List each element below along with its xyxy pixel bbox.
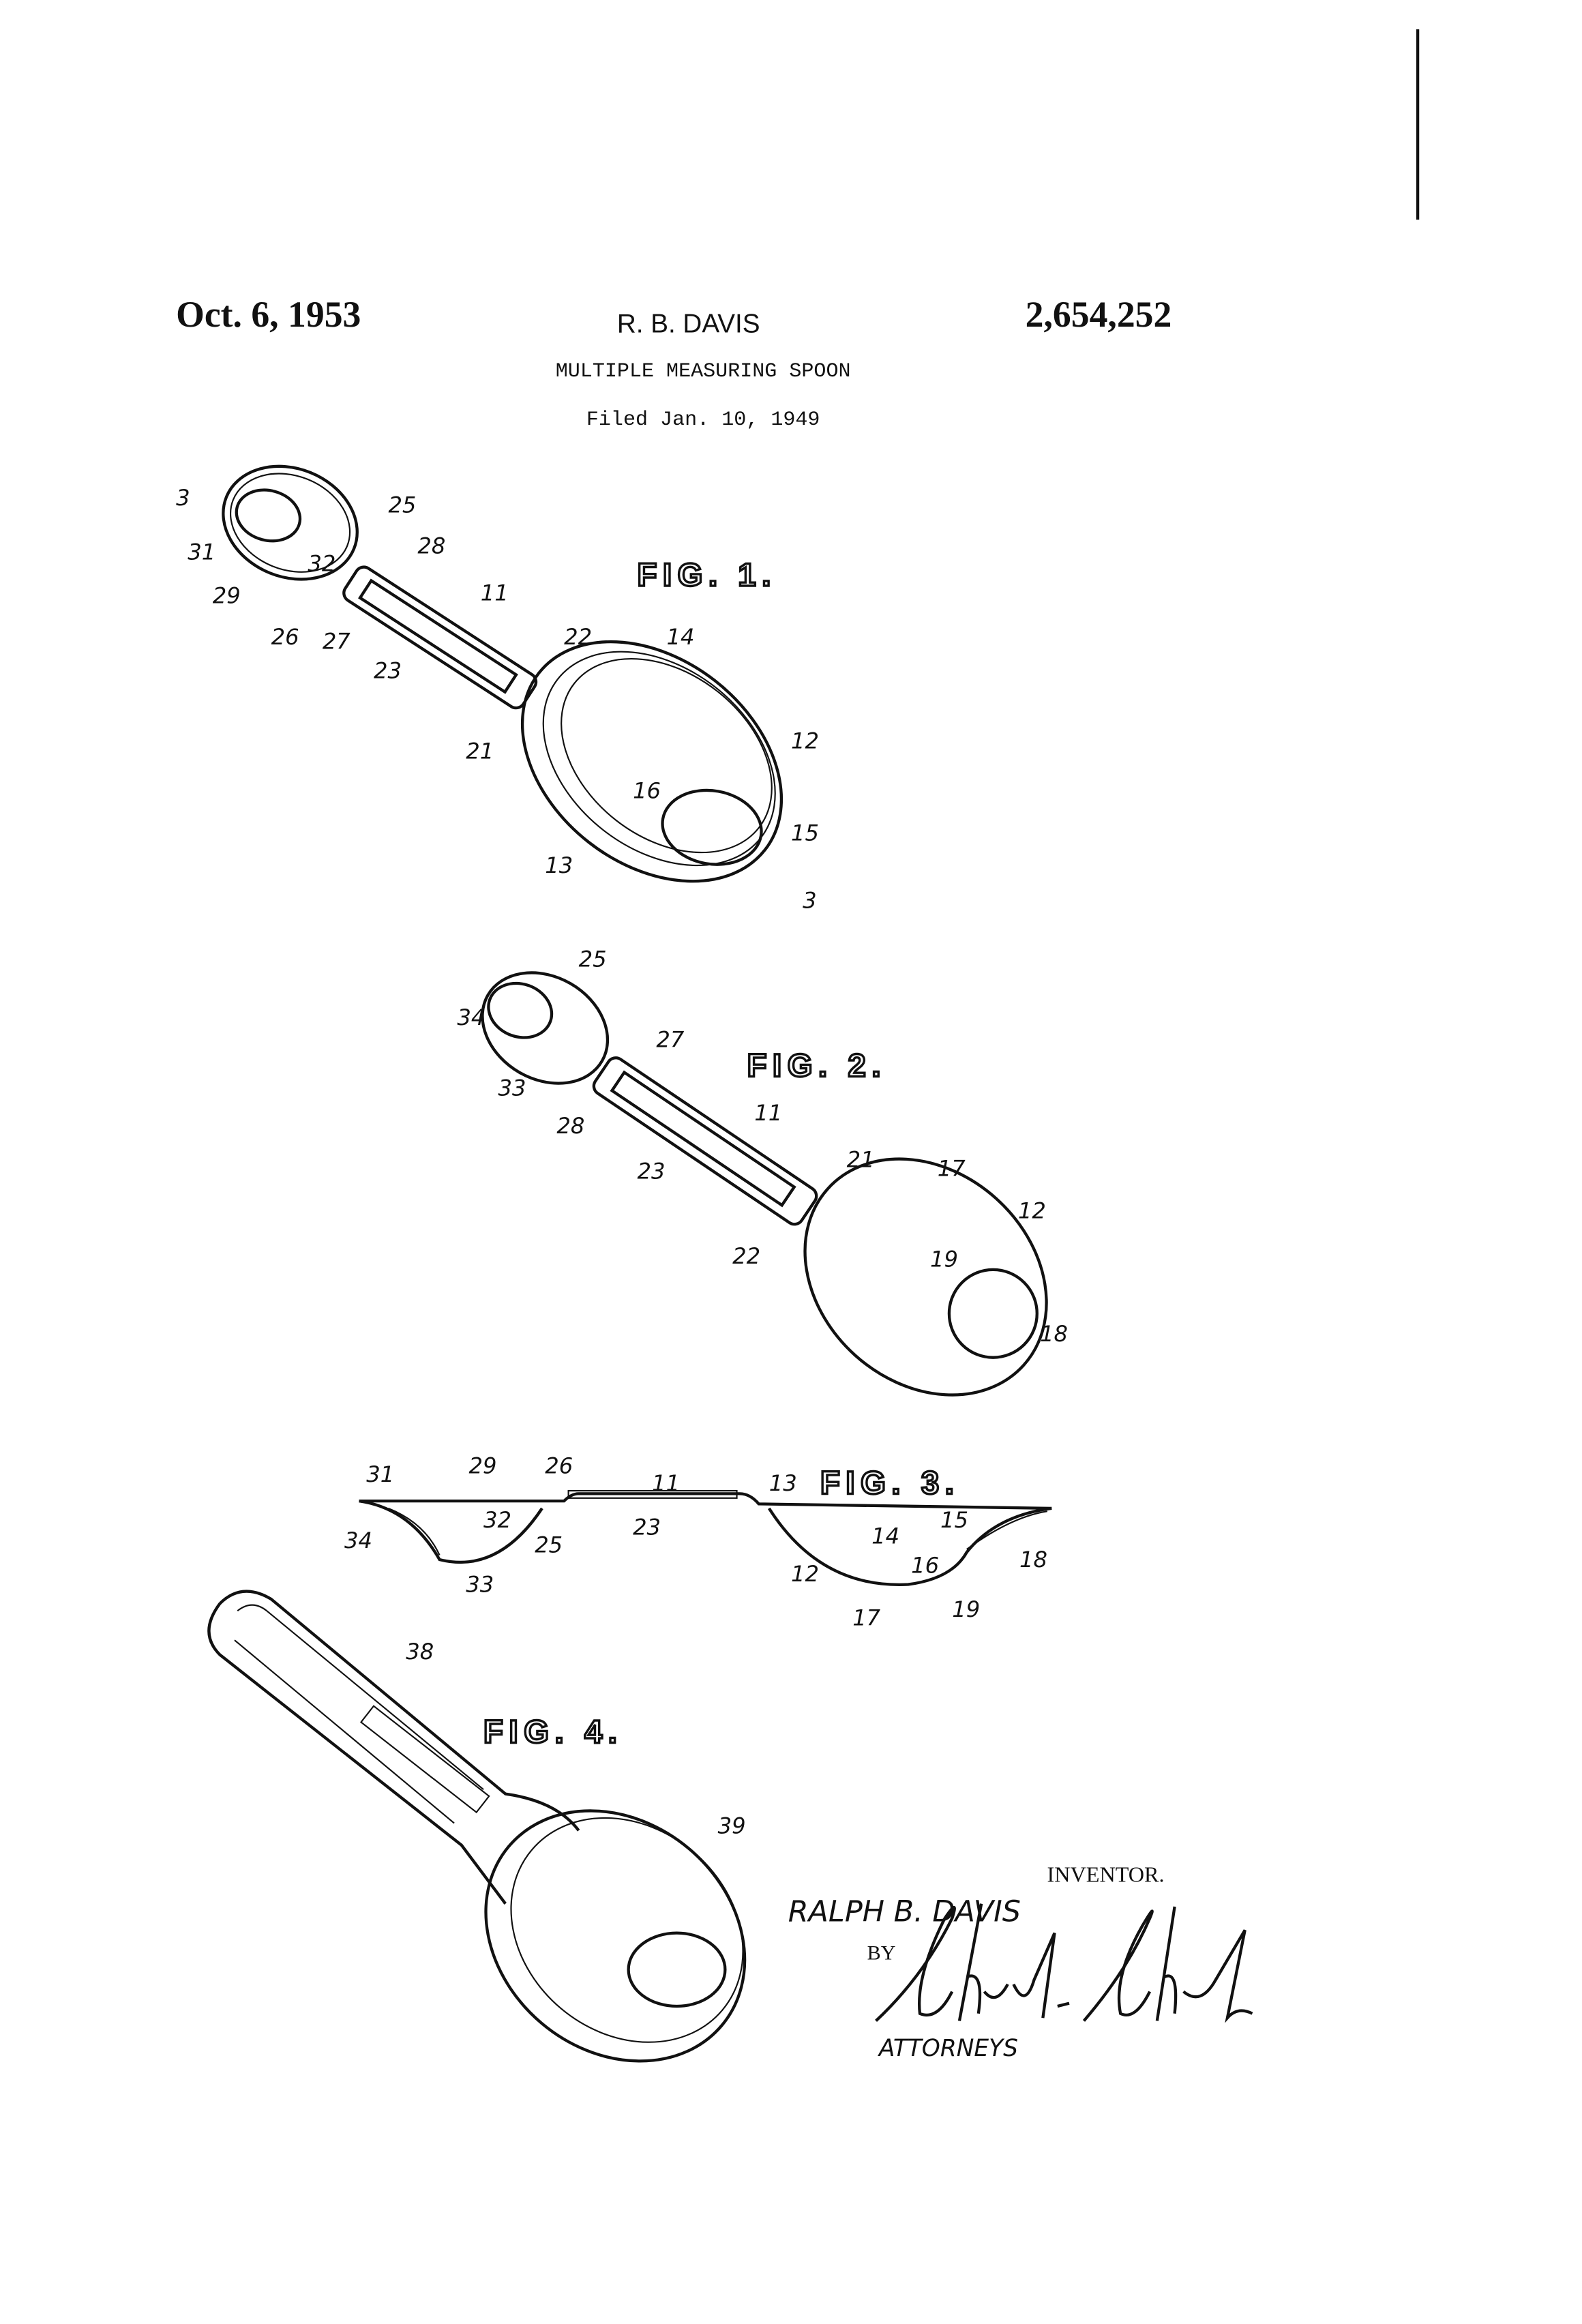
- fig-2-label: FIG. 2.: [747, 1047, 886, 1084]
- ref-numeral: 25: [535, 1532, 563, 1558]
- ref-numeral: 23: [374, 657, 402, 683]
- attorney-signature: [875, 1903, 1253, 2023]
- large-bowl: [803, 1157, 1048, 1397]
- small-bowl: [481, 971, 610, 1085]
- ref-numeral: 21: [466, 738, 494, 764]
- ref-numeral: 12: [791, 1561, 819, 1587]
- large-bowl: [520, 640, 783, 883]
- ref-numeral: 16: [633, 777, 661, 803]
- ref-numeral: 18: [1019, 1547, 1047, 1573]
- ref-numeral: 31: [188, 539, 215, 565]
- ref-numeral: 15: [791, 820, 819, 846]
- ref-numeral: 27: [323, 628, 350, 654]
- attorneys-label: ATTORNEYS: [878, 2035, 1018, 2062]
- ref-numeral: 21: [847, 1147, 875, 1173]
- ref-numeral: 26: [545, 1452, 573, 1478]
- fig-4-label: FIG. 4.: [483, 1714, 623, 1750]
- large-bowl-section: [767, 1506, 1052, 1587]
- inventor-short: R. B. DAVIS: [617, 309, 760, 338]
- ref-numeral: 29: [469, 1452, 497, 1478]
- small-bowl: [222, 464, 359, 581]
- ref-numeral: 34: [344, 1528, 372, 1553]
- ref-numeral: 15: [940, 1507, 968, 1533]
- ref-numeral: 28: [417, 533, 445, 559]
- ref-numeral: 14: [871, 1523, 899, 1549]
- ref-numeral: 13: [769, 1470, 797, 1496]
- ref-numeral: 12: [791, 728, 819, 754]
- ref-numeral: 32: [483, 1507, 511, 1533]
- ref-numeral: 27: [656, 1026, 684, 1052]
- filed-date: Filed Jan. 10, 1949: [586, 408, 820, 432]
- small-bowl-recess: [235, 488, 302, 543]
- large-bowl-recess: [947, 1268, 1039, 1359]
- ref-numeral: 11: [652, 1470, 680, 1496]
- ref-numeral: 23: [638, 1159, 666, 1185]
- ref-numeral: 26: [271, 624, 299, 650]
- large-bowl-recess: [661, 788, 763, 866]
- ref-numeral: 33: [466, 1571, 494, 1597]
- ref-numeral: 34: [457, 1004, 485, 1030]
- figure-2: FIG. 2. 25 34 27 33 28 11 23 21 17 12 22…: [457, 946, 1068, 1397]
- ref-numeral: 22: [732, 1243, 760, 1269]
- patent-date: Oct. 6, 1953: [176, 294, 361, 335]
- inventor-name: RALPH B. DAVIS: [788, 1894, 1021, 1928]
- ref-numeral: 38: [406, 1639, 434, 1665]
- ref-numeral: 32: [308, 551, 335, 577]
- small-bowl-recess: [487, 981, 554, 1039]
- ref-numeral: 22: [564, 624, 592, 650]
- by-label: BY: [867, 1941, 896, 1964]
- patent-title: MULTIPLE MEASURING SPOON: [556, 360, 851, 383]
- fig-3-label: FIG. 3.: [820, 1465, 959, 1501]
- ref-numeral: 3: [176, 485, 190, 511]
- ref-numeral: 17: [938, 1155, 966, 1181]
- ref-numeral: 28: [556, 1113, 584, 1139]
- ref-numeral: 18: [1040, 1321, 1068, 1347]
- ref-numeral: 25: [388, 492, 416, 518]
- figure-1: FIG. 1. 3 25 31 32 28 29 26 27 11 23 22 …: [176, 464, 819, 913]
- ref-numeral: 13: [545, 852, 573, 878]
- ref-numeral: 3: [803, 887, 817, 913]
- handle: [342, 565, 538, 710]
- ref-numeral: 16: [911, 1552, 939, 1578]
- ref-numeral: 19: [930, 1247, 958, 1272]
- ref-numeral: 29: [213, 583, 241, 609]
- ref-numeral: 17: [852, 1605, 880, 1631]
- small-bowl-section: [359, 1500, 543, 1564]
- ref-numeral: 25: [579, 946, 607, 972]
- ref-numeral: 11: [754, 1100, 782, 1126]
- figure-3: FIG. 3. 31 29 26 11 13 15 14 34 32 25 23…: [344, 1452, 1052, 1631]
- ref-numeral: 19: [952, 1596, 980, 1622]
- handle: [592, 1056, 818, 1226]
- ref-numeral: 11: [481, 580, 509, 606]
- ref-numeral: 12: [1018, 1198, 1046, 1224]
- inventor-label: INVENTOR.: [1047, 1862, 1165, 1886]
- figure-4: FIG. 4. 38 39: [207, 1590, 747, 2063]
- ref-numeral: 39: [718, 1813, 746, 1839]
- ref-numeral: 23: [633, 1515, 661, 1540]
- ref-numeral: 33: [498, 1075, 526, 1101]
- fig-1-label: FIG. 1.: [638, 557, 777, 593]
- bowl-recess: [627, 1931, 727, 2008]
- patent-number: 2,654,252: [1026, 294, 1172, 335]
- ref-numeral: 31: [366, 1461, 394, 1487]
- ref-numeral: 14: [666, 624, 694, 650]
